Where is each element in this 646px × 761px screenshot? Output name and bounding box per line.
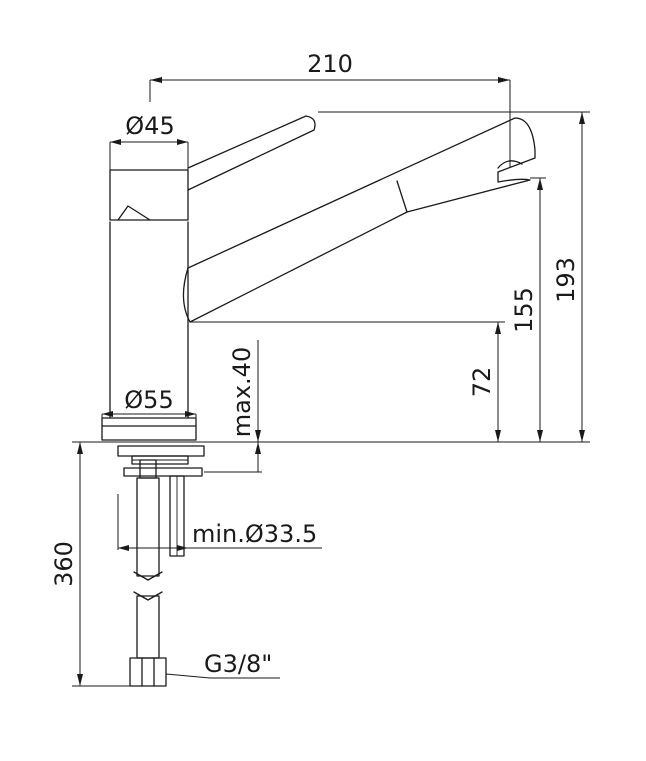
lever-handle xyxy=(187,115,316,191)
dim-spout-height: 155 xyxy=(510,178,543,442)
hose-break-top xyxy=(133,571,163,581)
flexible-hose xyxy=(129,459,167,687)
label-min-hole-diameter: min.Ø33.5 xyxy=(192,520,317,548)
spout-joint xyxy=(396,180,408,213)
dim-total-height: 193 xyxy=(552,112,585,442)
spout xyxy=(182,117,536,323)
label-spout-reach: 210 xyxy=(307,50,353,78)
body-cylinder xyxy=(109,221,189,419)
label-max-deck-thickness: max.40 xyxy=(228,347,256,437)
dim-min-hole-diameter: min.Ø33.5 xyxy=(118,520,322,551)
lever-wedge xyxy=(117,205,151,221)
dim-body-height: 72 xyxy=(468,322,501,442)
dim-hose-length: 360 xyxy=(50,442,83,686)
label-base-diameter: Ø55 xyxy=(124,386,173,414)
spout-outline xyxy=(182,117,536,323)
hose-break-bottom xyxy=(133,591,163,601)
base-ring xyxy=(101,417,197,441)
fixing-nut xyxy=(117,445,205,457)
dim-spout-reach: 210 xyxy=(150,50,510,83)
aerator xyxy=(497,160,523,169)
hose-lower xyxy=(136,595,160,659)
dim-lever-diameter: Ø45 xyxy=(110,112,188,145)
extension-lines xyxy=(72,80,590,687)
lever-head xyxy=(109,169,189,221)
hose-connector-nut xyxy=(129,657,167,687)
label-body-height: 72 xyxy=(468,367,496,398)
label-thread-size: G3/8" xyxy=(204,650,272,678)
hose-upper xyxy=(136,477,160,577)
dim-base-diameter: Ø55 xyxy=(102,386,196,417)
thread-callout: G3/8" xyxy=(165,650,280,679)
fixing-washer xyxy=(123,467,203,477)
label-hose-length: 360 xyxy=(50,541,78,587)
label-total-height: 193 xyxy=(552,257,580,303)
faucet-body xyxy=(101,115,316,441)
label-spout-height: 155 xyxy=(510,287,538,333)
label-lever-diameter: Ø45 xyxy=(125,112,174,140)
dim-max-deck-thickness: max.40 xyxy=(228,340,261,472)
